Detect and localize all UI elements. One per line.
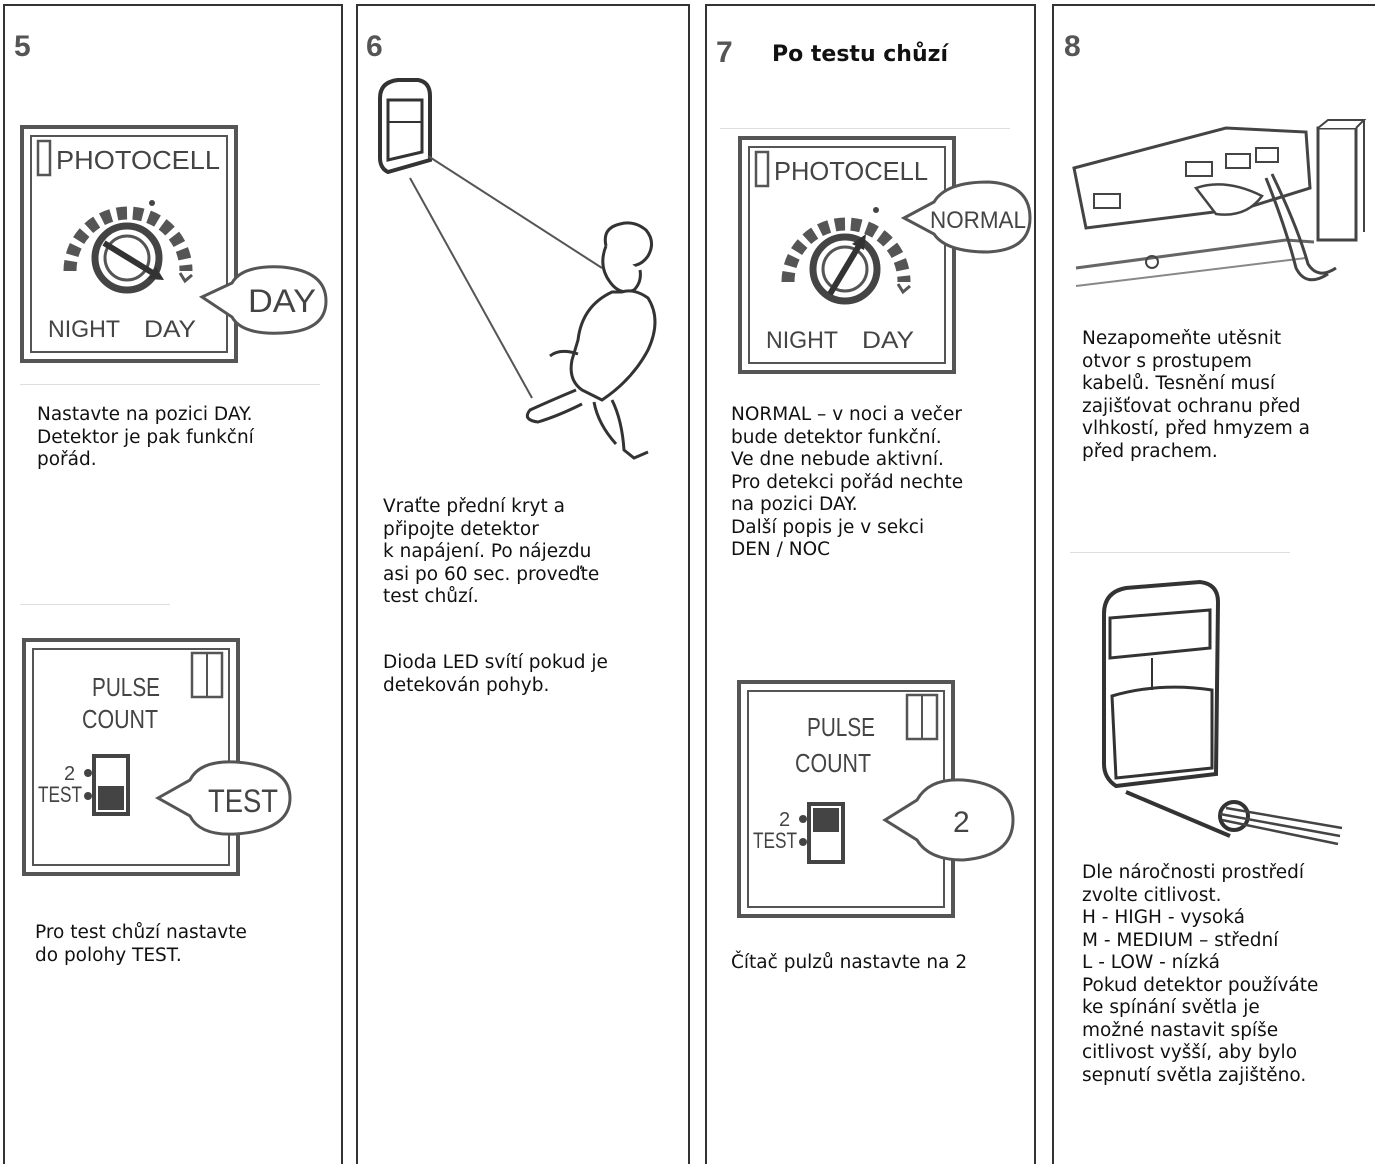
test-bubble-label: TEST xyxy=(208,783,278,819)
divider xyxy=(720,128,1010,129)
two-bubble-label: 2 xyxy=(953,806,970,839)
pulse-count-illustration: PULSE COUNT 2 TEST TEST xyxy=(22,638,322,878)
section-heading: Po testu chůzí xyxy=(772,42,948,67)
divider xyxy=(1070,552,1290,553)
photocell-label: PHOTOCELL xyxy=(56,145,220,175)
instruction-text: Pro test chůzí nastavte do polohy TEST. xyxy=(35,922,247,967)
instruction-text: Nastavte na pozici DAY. Detektor je pak … xyxy=(37,404,254,472)
normal-bubble-label: NORMAL xyxy=(930,207,1026,234)
step-number: 8 xyxy=(1064,30,1081,64)
option-test-label: TEST xyxy=(753,828,797,853)
day-bubble-label: DAY xyxy=(248,283,316,319)
pulse-label: PULSE xyxy=(92,672,160,702)
walk-test-illustration xyxy=(372,60,672,480)
instruction-text: Čítač pulzů nastavte na 2 xyxy=(731,952,967,975)
instruction-text: Vraťte přední kryt a připojte detektor k… xyxy=(383,496,599,609)
divider xyxy=(20,604,170,605)
count-label: COUNT xyxy=(82,704,158,734)
step-number: 5 xyxy=(14,30,31,64)
count-label: COUNT xyxy=(795,748,871,778)
instruction-text: Dioda LED svítí pokud je detekován pohyb… xyxy=(383,652,608,697)
instruction-text: NORMAL – v noci a večer bude detektor fu… xyxy=(731,404,963,562)
divider xyxy=(20,384,320,385)
pulse-label: PULSE xyxy=(807,712,875,742)
night-label: NIGHT xyxy=(766,327,838,354)
sensitivity-illustration xyxy=(1090,578,1350,838)
photocell-dial-illustration: PHOTOCELL NIGHT DAY DAY xyxy=(20,125,340,370)
photocell-dial-illustration: PHOTOCELL NIGHT DAY NORMAL xyxy=(738,136,1038,381)
step-number: 7 xyxy=(716,36,733,70)
cable-seal-illustration xyxy=(1066,118,1371,308)
day-label: DAY xyxy=(144,316,196,343)
instruction-text: Dle náročnosti prostředí zvolte citlivos… xyxy=(1082,862,1318,1087)
pulse-count-illustration: PULSE COUNT 2 TEST 2 xyxy=(737,680,1037,920)
night-label: NIGHT xyxy=(48,316,120,343)
step-number: 6 xyxy=(366,30,383,64)
instruction-text: Nezapomeňte utěsnit otvor s prostupem ka… xyxy=(1082,328,1310,463)
photocell-label: PHOTOCELL xyxy=(774,156,928,186)
day-label: DAY xyxy=(862,327,914,354)
option-test-label: TEST xyxy=(38,782,82,807)
